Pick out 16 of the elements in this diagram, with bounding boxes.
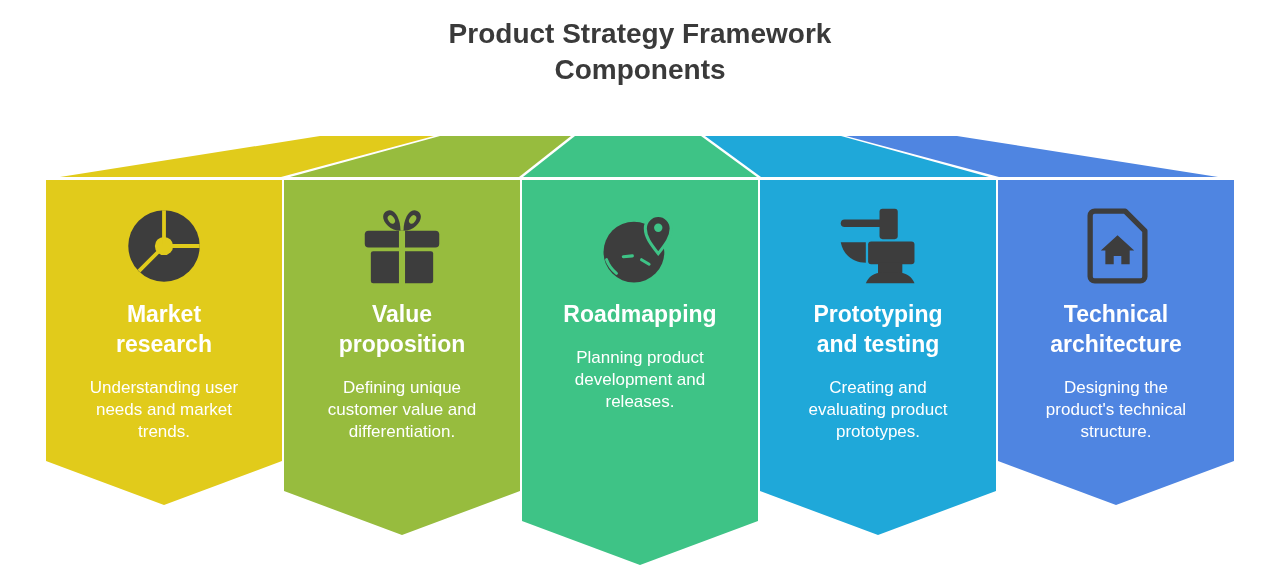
- panel-title: Value proposition: [337, 300, 467, 359]
- panel-description: Designing the product's technical structure.: [1044, 377, 1188, 443]
- chevron-panel: [284, 180, 520, 535]
- panel-description: Creating and evaluating product prototypes.: [807, 377, 949, 443]
- chevron-panel: [760, 180, 996, 535]
- panel-description: Understanding user needs and market trends.: [88, 377, 240, 443]
- panel-description: Planning product development and releases.: [573, 347, 707, 413]
- chevron-panel: [522, 180, 758, 565]
- panel-description: Defining unique customer value and differentiation.: [326, 377, 478, 443]
- diagram-title: Product Strategy Framework Components: [447, 17, 833, 87]
- chevron-panel: [46, 180, 282, 505]
- panel-title: Roadmapping: [563, 300, 717, 329]
- panel-title: Technical architecture: [1049, 300, 1183, 359]
- panel-title: Market research: [115, 300, 213, 359]
- chevron-panel: [998, 180, 1234, 505]
- panel-title: Prototyping and testing: [812, 300, 944, 359]
